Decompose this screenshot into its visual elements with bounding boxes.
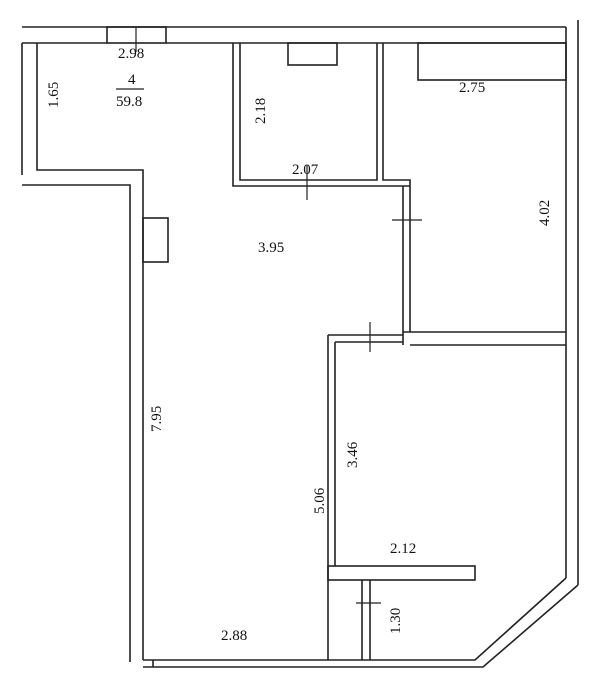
room-area: 59.8 [116,94,142,110]
entry-wall [21,43,144,662]
labels: 2.98 4 59.8 1.65 2.18 2.07 2.75 4.02 3.9… [46,46,553,644]
dim-hall-width: 3.95 [258,240,284,256]
counter-shelf [327,565,476,581]
dim-kitchen-height: 3.46 [345,441,361,468]
closet-partition [361,580,371,660]
wardrobe [417,42,567,81]
top-wall [22,26,566,44]
dim-bottom-width: 2.88 [221,628,247,644]
bathroom-walls [232,43,411,187]
bedroom-walls [402,186,566,346]
room-number: 4 [128,72,136,88]
bottom-wall [143,577,579,668]
kitchen-partition [327,334,403,660]
dim-entry-depth: 1.65 [46,82,62,108]
dim-bedroom-height: 4.02 [537,200,553,226]
bath-fixture [287,42,338,66]
dim-bath-width: 2.07 [292,162,319,178]
kitchen-hood [142,217,169,263]
dim-bath-height: 2.18 [253,98,269,124]
dim-bedroom-width: 2.75 [459,80,485,96]
right-wall [565,20,579,585]
dim-shelf-width: 2.12 [390,541,416,557]
dim-closet-depth: 1.30 [388,608,404,634]
dim-top-window: 2.98 [118,46,144,62]
dim-living-height: 7.95 [149,406,165,432]
walls [21,20,579,668]
dim-partition-length: 5.06 [312,487,328,514]
